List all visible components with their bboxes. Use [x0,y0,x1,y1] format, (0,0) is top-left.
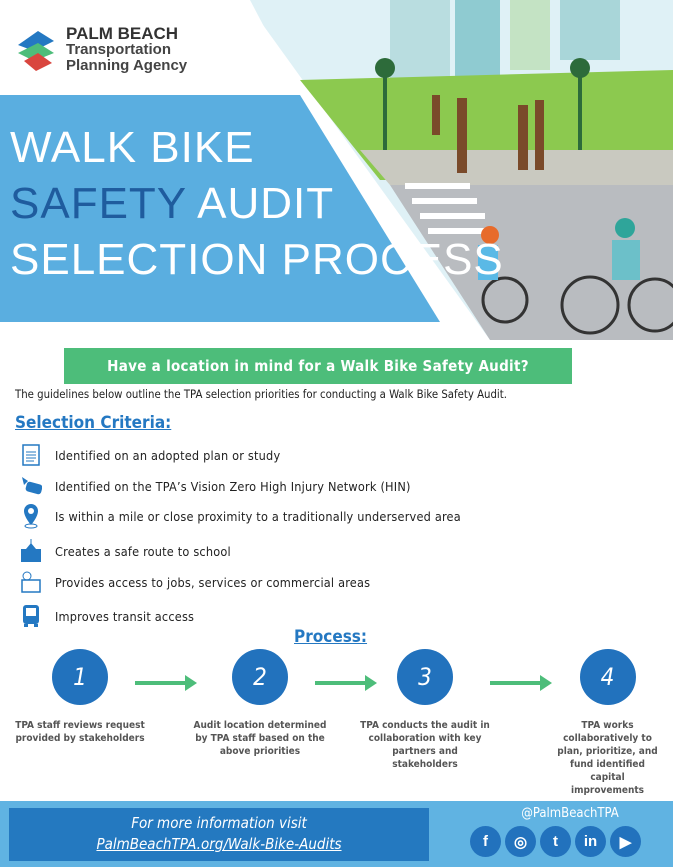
step-number: 3 [397,649,453,705]
logo-line-1: PALM BEACH [66,24,179,43]
arrow-icon [135,675,197,691]
question-banner: Have a location in mind for a Walk Bike … [64,348,572,384]
criteria-label: Identified on the TPA’s Vision Zero High… [55,478,411,494]
school-icon [20,539,42,563]
intro-text: The guidelines below outline the TPA sel… [15,388,507,401]
facebook-icon[interactable]: f [470,826,501,857]
criteria-label: Improves transit access [55,608,195,624]
title-safety: SAFETY [10,179,187,228]
criteria-label: Identified on an adopted plan or study [55,447,281,463]
step-text: TPA staff reviews request provided by st… [15,720,145,744]
step-text: TPA conducts the audit in collaboration … [360,720,490,770]
linkedin-icon[interactable]: in [575,826,606,857]
map-pin-icon [20,504,42,529]
car-crash-icon [20,474,42,498]
hero-illustration [0,0,673,340]
document-icon [20,443,42,467]
arrow-icon [490,675,552,691]
criteria-item: Improves transit access [20,604,194,628]
more-info-text: For more information visit [131,814,307,832]
bus-icon [20,604,42,628]
page-title: WALK BIKE SAFETY AUDIT SELECTION PROCESS [10,120,504,288]
criteria-item: Identified on the TPA’s Vision Zero High… [20,474,411,498]
twitter-icon[interactable]: t [540,826,571,857]
step-text: TPA works collaboratively to plan, prior… [557,720,658,796]
process-heading: Process: [294,627,368,647]
selection-criteria-heading: Selection Criteria: [15,413,172,433]
social-icons: f ◎ t in ▶ [470,826,641,857]
more-info-box: For more information visit PalmBeachTPA.… [9,808,429,861]
title-line-3: SELECTION PROCESS [10,235,504,284]
criteria-label: Provides access to jobs, services or com… [55,574,371,590]
criteria-item: Identified on an adopted plan or study [20,443,280,467]
logo-mark-icon [18,31,54,71]
criteria-item: Provides access to jobs, services or com… [20,570,370,594]
criteria-label: Is within a mile or close proximity to a… [55,508,461,524]
criteria-item: Is within a mile or close proximity to a… [20,504,461,529]
step-number: 2 [232,649,288,705]
social-handle: @PalmBeachTPA [521,806,619,821]
logo-line-3: Planning Agency [66,57,188,74]
step-text: Audit location determined by TPA staff b… [193,720,327,757]
storefront-icon [20,570,42,594]
arrow-icon [315,675,377,691]
instagram-icon[interactable]: ◎ [505,826,536,857]
youtube-icon[interactable]: ▶ [610,826,641,857]
step-number: 1 [52,649,108,705]
title-line-1: WALK BIKE [10,123,255,172]
website-link[interactable]: PalmBeachTPA.org/Walk-Bike-Audits [96,835,342,853]
title-audit: AUDIT [186,179,335,228]
step-number: 4 [579,649,636,705]
criteria-label: Creates a safe route to school [55,543,231,559]
logo-line-2: Transportation [66,41,172,58]
criteria-item: Creates a safe route to school [20,539,231,563]
